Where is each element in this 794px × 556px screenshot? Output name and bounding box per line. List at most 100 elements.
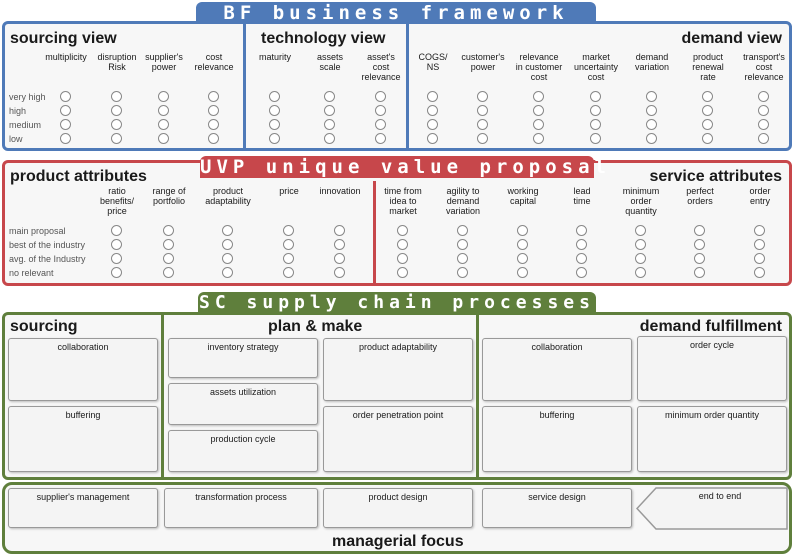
product-attribute-radio-option[interactable]	[111, 253, 122, 264]
product-attribute-radio-option[interactable]	[283, 267, 294, 278]
service-attribute-radio-option[interactable]	[397, 253, 408, 264]
technology-radio-option[interactable]	[269, 105, 280, 116]
demand-radio-option[interactable]	[702, 105, 713, 116]
technology-radio-option[interactable]	[375, 133, 386, 144]
demand-radio-option[interactable]	[646, 105, 657, 116]
technology-radio-option[interactable]	[269, 91, 280, 102]
service-attribute-radio-option[interactable]	[754, 239, 765, 250]
product-attribute-radio-option[interactable]	[283, 253, 294, 264]
service-attribute-radio-option[interactable]	[635, 225, 646, 236]
service-attribute-radio-option[interactable]	[635, 267, 646, 278]
demand-radio-option[interactable]	[590, 91, 601, 102]
demand-radio-option[interactable]	[646, 91, 657, 102]
sourcing-radio-option[interactable]	[208, 119, 219, 130]
product-attribute-radio-option[interactable]	[111, 225, 122, 236]
sourcing-radio-option[interactable]	[111, 105, 122, 116]
product-attribute-radio-option[interactable]	[163, 225, 174, 236]
product-attribute-radio-option[interactable]	[222, 239, 233, 250]
demand-radio-option[interactable]	[427, 105, 438, 116]
service-attribute-radio-option[interactable]	[694, 267, 705, 278]
demand-radio-option[interactable]	[427, 133, 438, 144]
service-attribute-radio-option[interactable]	[754, 225, 765, 236]
service-attribute-radio-option[interactable]	[397, 239, 408, 250]
demand-radio-option[interactable]	[758, 105, 769, 116]
service-attribute-radio-option[interactable]	[517, 225, 528, 236]
technology-radio-option[interactable]	[375, 119, 386, 130]
sourcing-radio-option[interactable]	[208, 91, 219, 102]
service-attribute-radio-option[interactable]	[457, 267, 468, 278]
service-attribute-radio-option[interactable]	[576, 267, 587, 278]
sourcing-radio-option[interactable]	[111, 133, 122, 144]
demand-radio-option[interactable]	[646, 133, 657, 144]
demand-radio-option[interactable]	[533, 91, 544, 102]
product-attribute-radio-option[interactable]	[111, 239, 122, 250]
technology-radio-option[interactable]	[324, 91, 335, 102]
demand-radio-option[interactable]	[477, 133, 488, 144]
sourcing-radio-option[interactable]	[158, 119, 169, 130]
service-attribute-radio-option[interactable]	[694, 239, 705, 250]
demand-radio-option[interactable]	[533, 133, 544, 144]
sourcing-radio-option[interactable]	[158, 105, 169, 116]
sourcing-radio-option[interactable]	[60, 133, 71, 144]
technology-radio-option[interactable]	[269, 119, 280, 130]
sourcing-radio-option[interactable]	[60, 119, 71, 130]
demand-radio-option[interactable]	[533, 119, 544, 130]
product-attribute-radio-option[interactable]	[111, 267, 122, 278]
service-attribute-radio-option[interactable]	[457, 253, 468, 264]
demand-radio-option[interactable]	[758, 91, 769, 102]
service-attribute-radio-option[interactable]	[397, 267, 408, 278]
demand-radio-option[interactable]	[590, 105, 601, 116]
demand-radio-option[interactable]	[427, 119, 438, 130]
sourcing-radio-option[interactable]	[111, 91, 122, 102]
product-attribute-radio-option[interactable]	[163, 267, 174, 278]
product-attribute-radio-option[interactable]	[222, 267, 233, 278]
service-attribute-radio-option[interactable]	[457, 225, 468, 236]
demand-radio-option[interactable]	[702, 133, 713, 144]
service-attribute-radio-option[interactable]	[694, 253, 705, 264]
service-attribute-radio-option[interactable]	[457, 239, 468, 250]
sourcing-radio-option[interactable]	[208, 105, 219, 116]
sourcing-radio-option[interactable]	[111, 119, 122, 130]
service-attribute-radio-option[interactable]	[754, 253, 765, 264]
service-attribute-radio-option[interactable]	[635, 239, 646, 250]
service-attribute-radio-option[interactable]	[517, 267, 528, 278]
demand-radio-option[interactable]	[590, 133, 601, 144]
service-attribute-radio-option[interactable]	[517, 253, 528, 264]
demand-radio-option[interactable]	[702, 91, 713, 102]
product-attribute-radio-option[interactable]	[334, 225, 345, 236]
technology-radio-option[interactable]	[324, 105, 335, 116]
product-attribute-radio-option[interactable]	[163, 253, 174, 264]
product-attribute-radio-option[interactable]	[283, 225, 294, 236]
service-attribute-radio-option[interactable]	[576, 225, 587, 236]
demand-radio-option[interactable]	[477, 91, 488, 102]
technology-radio-option[interactable]	[375, 91, 386, 102]
demand-radio-option[interactable]	[590, 119, 601, 130]
sourcing-radio-option[interactable]	[60, 91, 71, 102]
sourcing-radio-option[interactable]	[158, 91, 169, 102]
demand-radio-option[interactable]	[477, 119, 488, 130]
product-attribute-radio-option[interactable]	[163, 239, 174, 250]
product-attribute-radio-option[interactable]	[283, 239, 294, 250]
demand-radio-option[interactable]	[427, 91, 438, 102]
service-attribute-radio-option[interactable]	[754, 267, 765, 278]
sourcing-radio-option[interactable]	[208, 133, 219, 144]
sourcing-radio-option[interactable]	[60, 105, 71, 116]
demand-radio-option[interactable]	[646, 119, 657, 130]
technology-radio-option[interactable]	[324, 119, 335, 130]
demand-radio-option[interactable]	[533, 105, 544, 116]
product-attribute-radio-option[interactable]	[222, 253, 233, 264]
product-attribute-radio-option[interactable]	[334, 267, 345, 278]
demand-radio-option[interactable]	[702, 119, 713, 130]
technology-radio-option[interactable]	[375, 105, 386, 116]
technology-radio-option[interactable]	[324, 133, 335, 144]
product-attribute-radio-option[interactable]	[222, 225, 233, 236]
sourcing-radio-option[interactable]	[158, 133, 169, 144]
service-attribute-radio-option[interactable]	[635, 253, 646, 264]
product-attribute-radio-option[interactable]	[334, 253, 345, 264]
service-attribute-radio-option[interactable]	[397, 225, 408, 236]
service-attribute-radio-option[interactable]	[517, 239, 528, 250]
demand-radio-option[interactable]	[758, 119, 769, 130]
demand-radio-option[interactable]	[758, 133, 769, 144]
service-attribute-radio-option[interactable]	[576, 239, 587, 250]
product-attribute-radio-option[interactable]	[334, 239, 345, 250]
